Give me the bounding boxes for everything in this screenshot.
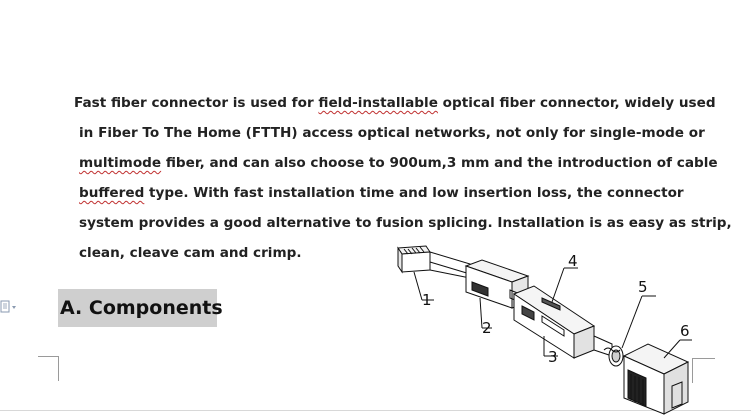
part-4-leader — [541, 267, 578, 311]
callout-1: 1 — [422, 291, 432, 309]
page-edge-divider — [0, 410, 751, 411]
spellcheck-word: field-installable — [318, 95, 438, 111]
text-run: optical fiber connector, widely used — [437, 95, 716, 111]
callout-4: 4 — [568, 252, 578, 270]
text-run: type. With fast installation time and lo… — [144, 185, 684, 201]
callout-6: 6 — [680, 322, 690, 340]
callout-3: 3 — [548, 348, 558, 366]
dropdown-arrow-icon — [12, 306, 16, 309]
paragraph-line-5: system provides a good alternative to fu… — [79, 215, 732, 231]
section-heading: A. Components — [60, 297, 223, 319]
connector-components-diagram: 1 2 3 4 5 6 — [397, 245, 692, 415]
spellcheck-word: buffered — [79, 185, 145, 201]
spellcheck-word: multimode — [79, 155, 162, 171]
part-1-clip — [397, 245, 471, 301]
margin-corner-marker-left — [38, 356, 59, 381]
part-6-outer-housing — [622, 339, 692, 415]
callout-5: 5 — [638, 278, 648, 296]
paragraph-line-1: Fast fiber connector is used for field-i… — [74, 93, 716, 113]
margin-corner-marker-right — [692, 358, 715, 383]
document-icon[interactable] — [0, 300, 18, 314]
paragraph-line-6: clean, cleave cam and crimp. — [79, 245, 302, 261]
text-run: Fast fiber connector is used for — [74, 95, 319, 111]
part-3-body — [512, 285, 613, 359]
paragraph-line-3: multimode fiber, and can also choose to … — [79, 153, 718, 173]
paragraph-line-4: buffered type. With fast installation ti… — [79, 183, 684, 203]
paragraph-line-2: in Fiber To The Home (FTTH) access optic… — [79, 125, 705, 141]
text-run: fiber, and can also choose to 900um,3 mm… — [161, 155, 718, 171]
callout-2: 2 — [482, 319, 492, 337]
section-heading-highlight: A. Components — [58, 289, 223, 327]
